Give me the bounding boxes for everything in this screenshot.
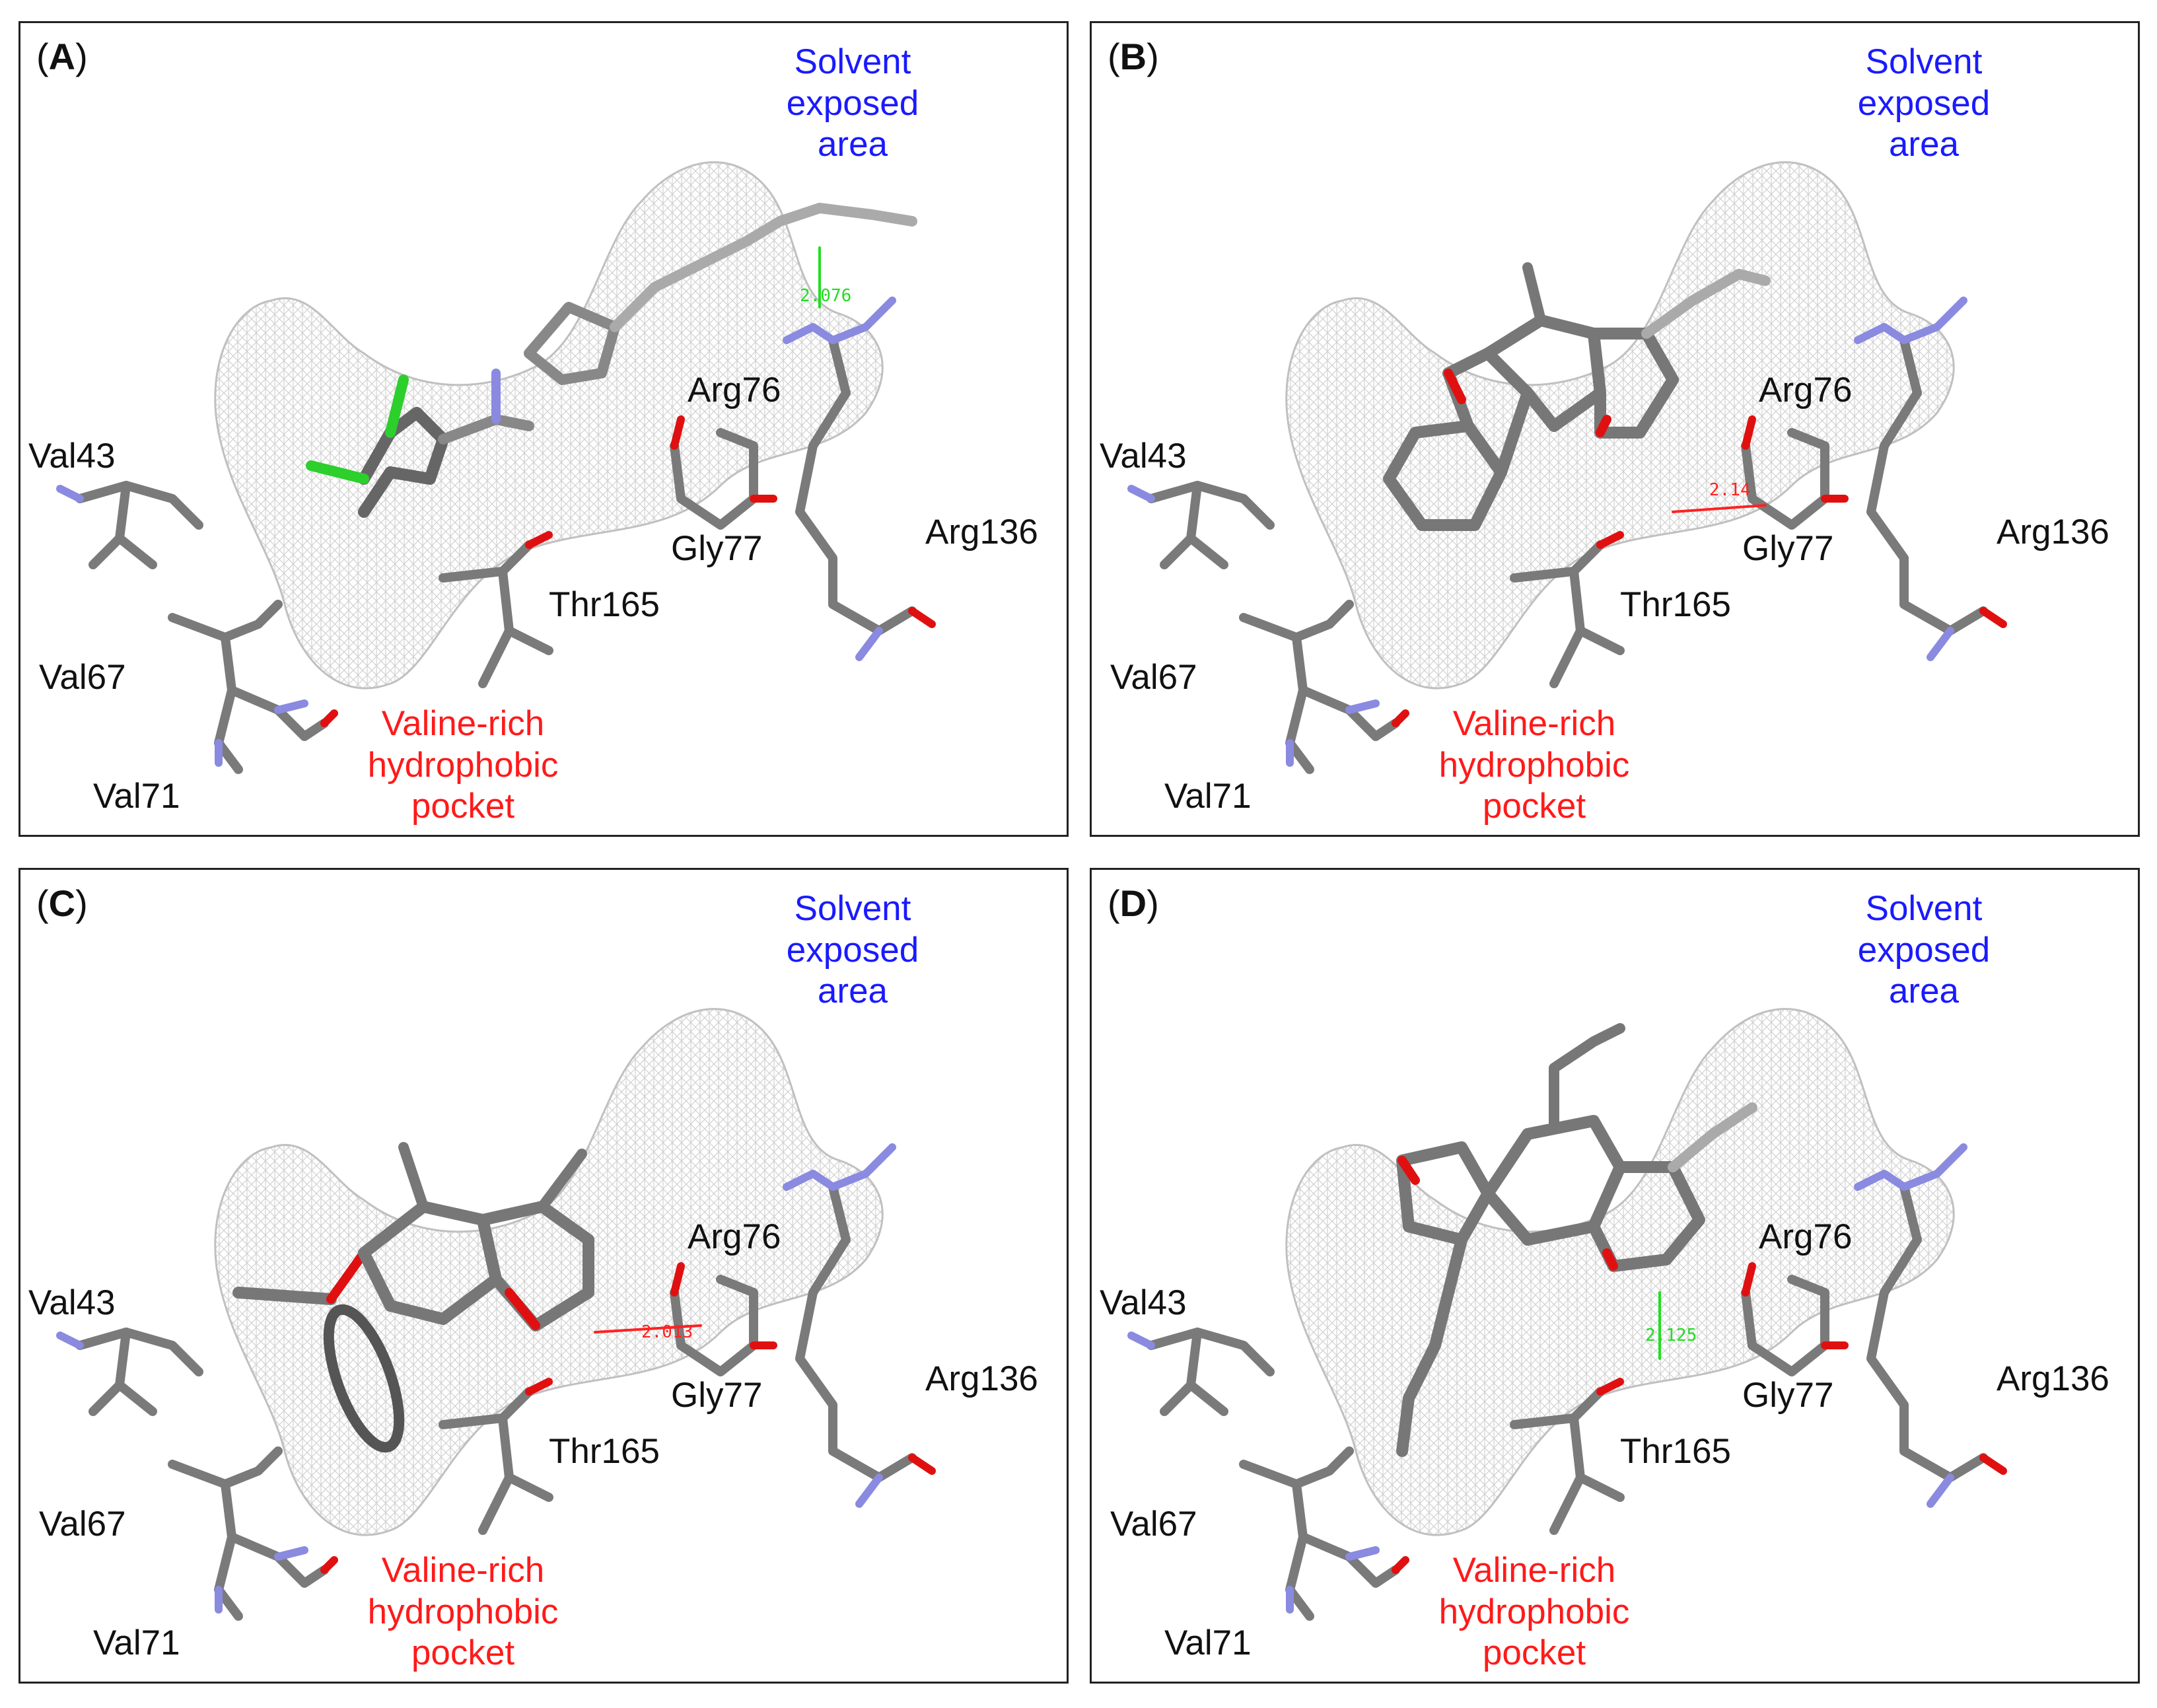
solvent-exposed-label-b: Solvent exposed area — [1825, 42, 2023, 166]
pocket-line2: hydrophobic — [367, 745, 559, 785]
residue-val67: Val67 — [1110, 658, 1197, 697]
pocket-line3: pocket — [1482, 787, 1586, 826]
panel-label-a: (A) — [36, 36, 88, 77]
pocket-line2: hydrophobic — [1438, 745, 1630, 785]
solvent-line1: Solvent — [1865, 889, 1983, 928]
solvent-exposed-label-d: Solvent exposed area — [1825, 888, 2023, 1013]
ligand-c — [232, 1142, 702, 1453]
pocket-line1: Valine-rich — [381, 704, 545, 743]
residue-val67: Val67 — [39, 1505, 126, 1544]
solvent-line2: exposed — [786, 83, 919, 123]
residue-arg136: Arg136 — [1997, 513, 2109, 552]
pocket-line3: pocket — [1482, 1633, 1586, 1673]
solvent-line2: exposed — [1857, 930, 1991, 970]
panel-c: (C) 2.013 Solvent exposed area Valine-ri… — [18, 868, 1069, 1684]
residue-thr165: Thr165 — [549, 1432, 660, 1471]
residue-val71: Val71 — [93, 777, 180, 816]
residue-val43: Val43 — [1100, 1283, 1187, 1322]
solvent-line1: Solvent — [794, 889, 911, 928]
residue-val71: Val71 — [1164, 1623, 1252, 1662]
docking-pose-a — [20, 161, 1069, 837]
solvent-exposed-label-a: Solvent exposed area — [754, 42, 952, 166]
ligand-a — [306, 203, 917, 518]
solvent-line2: exposed — [1857, 83, 1991, 123]
solvent-line3: area — [817, 972, 888, 1011]
docking-pose-b — [1092, 161, 2140, 837]
solvent-line3: area — [1888, 125, 1960, 164]
ligand-b — [1383, 262, 1771, 531]
pocket-line1: Valine-rich — [1452, 704, 1616, 743]
hbond-distance-b: 2.14 — [1709, 480, 1751, 500]
residue-val43: Val43 — [1100, 437, 1187, 476]
panel-a: (A) 2.076 Solvent exposed area Valine-ri… — [18, 21, 1069, 837]
residue-thr165: Thr165 — [549, 585, 660, 624]
pocket-line3: pocket — [411, 787, 515, 826]
residue-val67: Val67 — [1110, 1505, 1197, 1544]
hbond-distance-a: 2.076 — [800, 286, 852, 306]
docking-pose-d — [1092, 1008, 2140, 1684]
residue-val67: Val67 — [39, 658, 126, 697]
residue-gly77: Gly77 — [671, 1376, 763, 1415]
ligand-d — [1396, 1023, 1757, 1457]
pocket-line3: pocket — [411, 1633, 515, 1673]
pocket-line2: hydrophobic — [1438, 1592, 1630, 1631]
hbond-distance-d: 2.125 — [1645, 1326, 1697, 1345]
pocket-line1: Valine-rich — [1452, 1551, 1616, 1590]
solvent-line3: area — [1888, 972, 1960, 1011]
pocket-line2: hydrophobic — [367, 1592, 559, 1631]
residue-val71: Val71 — [93, 1623, 180, 1662]
residue-arg76: Arg76 — [1759, 1217, 1853, 1256]
pocket-label-d: Valine-rich hydrophobic pocket — [1409, 1550, 1660, 1674]
solvent-line2: exposed — [786, 930, 919, 970]
panel-label-d: (D) — [1108, 882, 1159, 924]
residue-thr165: Thr165 — [1620, 585, 1731, 624]
solvent-line3: area — [817, 125, 888, 164]
pocket-line1: Valine-rich — [381, 1551, 545, 1590]
solvent-line1: Solvent — [1865, 42, 1983, 81]
residue-arg136: Arg136 — [1997, 1359, 2109, 1398]
residue-thr165: Thr165 — [1620, 1432, 1731, 1471]
residue-arg136: Arg136 — [925, 1359, 1038, 1398]
pocket-label-c: Valine-rich hydrophobic pocket — [337, 1550, 588, 1674]
docking-pose-c — [20, 1008, 1069, 1684]
residue-gly77: Gly77 — [1742, 529, 1834, 568]
residue-val71: Val71 — [1164, 777, 1252, 816]
pocket-label-a: Valine-rich hydrophobic pocket — [337, 703, 588, 828]
solvent-line1: Solvent — [794, 42, 911, 81]
residue-arg76: Arg76 — [688, 371, 781, 409]
panel-b: (B) 2.14 Solvent exposed area Valine-ric… — [1090, 21, 2140, 837]
solvent-exposed-label-c: Solvent exposed area — [754, 888, 952, 1013]
residue-gly77: Gly77 — [671, 529, 763, 568]
residue-val43: Val43 — [28, 437, 116, 476]
hbond-distance-c: 2.013 — [641, 1322, 693, 1342]
residue-arg76: Arg76 — [688, 1217, 781, 1256]
residue-arg136: Arg136 — [925, 513, 1038, 552]
residue-gly77: Gly77 — [1742, 1376, 1834, 1415]
residue-val43: Val43 — [28, 1283, 116, 1322]
panel-d: (D) 2.125 Solvent exposed area Valine-ri… — [1090, 868, 2140, 1684]
panel-label-c: (C) — [36, 882, 88, 924]
panel-label-b: (B) — [1108, 36, 1159, 77]
residue-arg76: Arg76 — [1759, 371, 1853, 409]
pocket-label-b: Valine-rich hydrophobic pocket — [1409, 703, 1660, 828]
